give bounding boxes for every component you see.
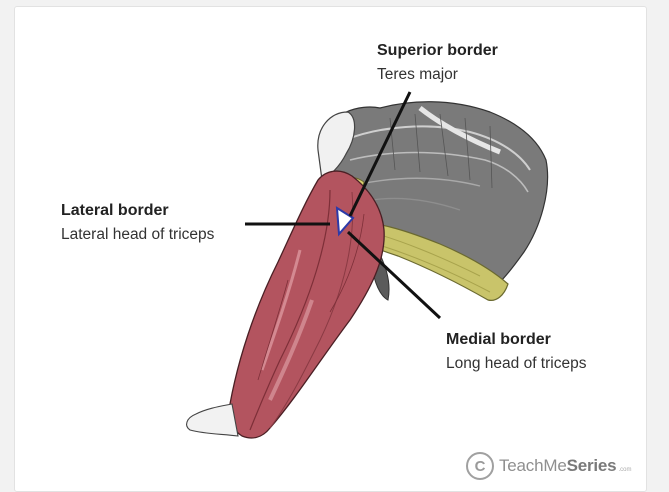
elbow bbox=[186, 403, 239, 437]
copyright-c-icon: C bbox=[466, 452, 494, 480]
medial-leader-line bbox=[346, 230, 442, 320]
lateral-border-label: Lateral border Lateral head of triceps bbox=[61, 202, 214, 244]
teachmeseries-logo: C TeachMeSeries .com bbox=[466, 451, 631, 481]
superior-border-label: Superior border Teres major bbox=[377, 42, 498, 84]
lateral-border-subtitle: Lateral head of triceps bbox=[61, 226, 215, 244]
triangular-space bbox=[335, 206, 355, 237]
scapula-region bbox=[319, 101, 549, 283]
logo-suffix: Series bbox=[566, 456, 617, 475]
superior-border-subtitle: Teres major bbox=[377, 66, 458, 84]
superior-leader-line bbox=[348, 91, 412, 217]
logo-prefix: TeachMe bbox=[499, 456, 567, 475]
medial-border-label: Medial border Long head of triceps bbox=[446, 331, 586, 373]
superior-border-title: Superior border bbox=[377, 42, 498, 59]
medial-border-subtitle: Long head of triceps bbox=[446, 355, 587, 373]
logo-domain: .com bbox=[618, 467, 632, 473]
triceps-muscle bbox=[228, 170, 385, 439]
logo-wordmark: TeachMeSeries bbox=[499, 456, 617, 476]
medial-border-title: Medial border bbox=[446, 331, 551, 348]
lateral-border-title: Lateral border bbox=[61, 202, 169, 219]
teres-major-muscle bbox=[351, 221, 509, 301]
